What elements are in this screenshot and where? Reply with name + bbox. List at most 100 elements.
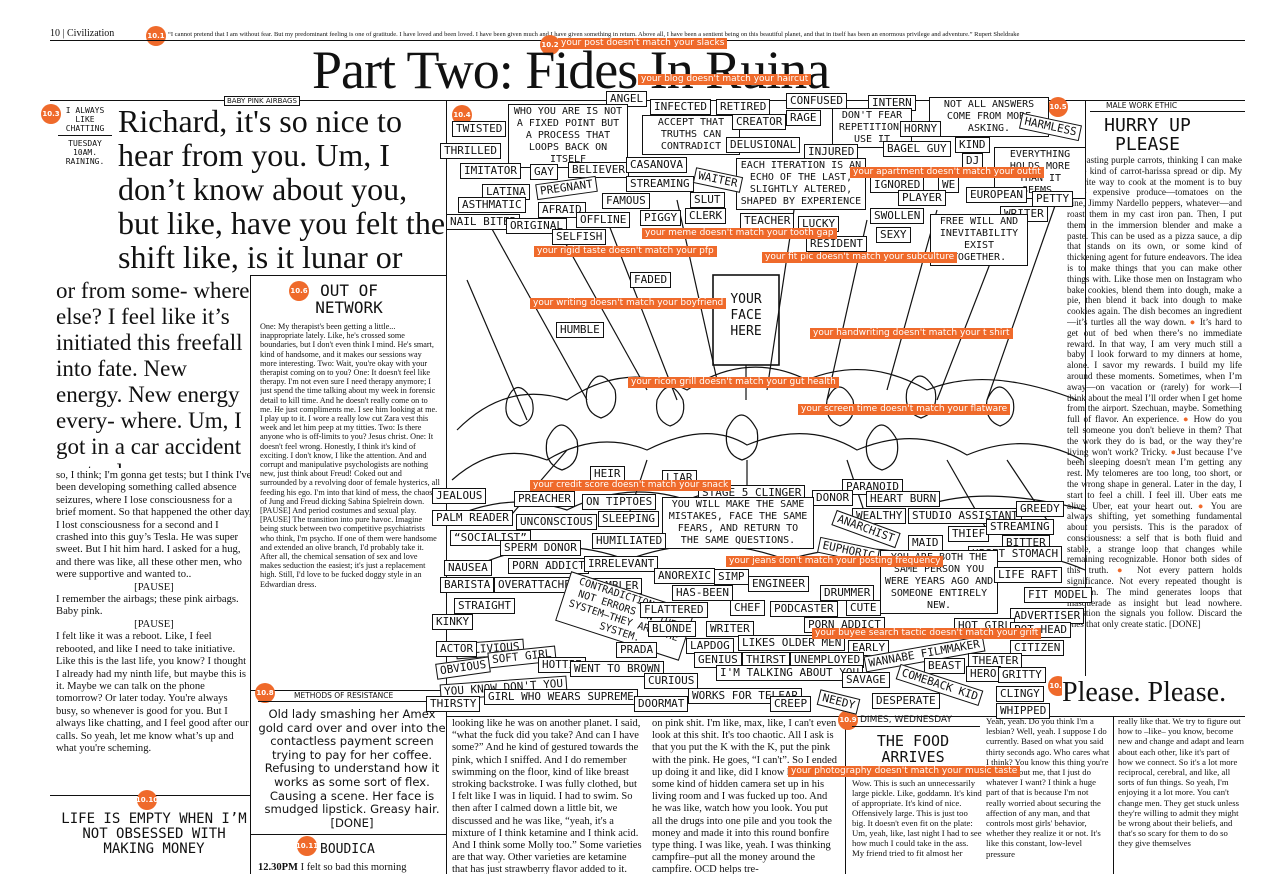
page-title: Part Two: Fides In Ruina [312,40,830,100]
mismatch-tag: your apartment doesn't match your outfit [850,167,1044,178]
illustration-word: SEXY [876,227,911,243]
life-empty-head: LIFE IS EMPTY WHEN I’M NOT OBSESSED WITH… [61,811,247,857]
badge-10-1: 10.1 [146,26,166,46]
badge-10-10: 10.10 [136,790,158,810]
illustration-word: THEATER [968,653,1023,669]
illustration-word: STREAMING [986,519,1054,535]
airbags-body-2: I remember the airbags; these pink airba… [56,594,239,618]
illustration-word: CHEF [730,600,765,616]
badge-10-6: 10.6 [289,281,309,301]
airbags-body-1: so, I think; I'm gonna get tests; but I … [56,470,252,581]
illustration-word: SPERM DONOR [500,540,581,556]
badge-10-4: 10.4 [452,105,472,125]
illustration-word: HUMBLE [556,322,604,338]
col-right-2: really like that. We try to figure out h… [1118,716,1244,849]
food-kicker: DIMES, WEDNESDAY [860,715,952,725]
illustration-word: ENGINEER [748,576,809,592]
illustration-word: MAID [908,535,943,551]
hurry-title: HURRY UP PLEASE [1104,115,1191,155]
illustration-word: WE [938,177,960,193]
illustration-word: THIRSTY [426,696,481,712]
illustration-word: CLERK [685,208,727,224]
food-title: THE FOOD ARRIVES [876,732,950,766]
resistance-rule [250,690,446,691]
illustration-word: CREATOR [732,114,787,130]
illustration-word: SWOLLEN [870,208,925,224]
food-kicker-rule [852,726,980,727]
illustration-word: ORIGINAL [506,218,567,234]
illustration-word: WRITER [706,621,754,637]
mismatch-tag: your meme doesn't match your tooth gap [642,228,837,239]
illustration-word: THRILLED [440,143,501,159]
big-text-2: or from some- where else? I feel like it… [56,278,250,468]
hurry-p5: You are always shifting, yet something f… [1067,500,1242,576]
illustration-word: SLEEPING [598,511,659,527]
hurry-body: ● Roasting purple carrots, thinking I ca… [1067,155,1242,630]
right-col-divider [1085,100,1086,680]
illustration-word: CURIOUS [644,673,699,689]
illustration-word: BEAST [924,658,966,674]
illustration-word: DELUSIONAL [726,137,801,153]
illustration-word: BAGEL GUY [883,141,951,157]
col-mid-1: looking like he was on another planet. I… [452,718,642,874]
illustration-word: PLAYER [898,190,946,206]
big-text-1: Richard, it's so nice to hear from you. … [118,104,446,274]
network-title: OUT OF NETWORK [315,281,383,317]
pause-2: [PAUSE] [134,618,174,630]
hurry-kicker: MALE WORK ETHIC [1106,101,1178,110]
illustration-word: INFECTED [650,99,711,115]
mismatch-tag: your handwriting doesn't match your t sh… [810,328,1013,339]
illustration-word: ACTOR [436,641,478,657]
hurry-p1: Roasting purple carrots, thinking I can … [1067,155,1242,327]
illustration-word: I'M TALKING ABOUT YOU [716,665,864,681]
illustration-word: PRADA [616,642,658,658]
hurry-p2: It’s hard to get out of bed when there’s… [1067,316,1242,425]
illustration-word: ASTHMATIC [458,197,526,213]
mismatch-tag: your writing doesn't match your boyfrien… [530,298,727,309]
mismatch-tag: your rigid taste doesn't match your pfp [534,246,717,257]
illustration-word: LIFE RAFT [994,567,1062,583]
illustration-word: BELIEVER [568,162,629,178]
mismatch-tag: your fit pic doesn't match your subcultu… [762,252,958,263]
illustration-word: AFRAID [538,202,586,218]
illustration-word: LIKES OLDER MEN [738,635,846,651]
illustration-word: CASANOVA [626,157,687,173]
illustration-word: STREAMING [626,176,694,192]
illustration-word: IRRELEVANT [584,556,659,572]
illustration-word: HAS-BEEN [672,585,733,601]
illustration-word: BARISTA [440,577,495,593]
header-quote: “I cannot pretend that I am without fear… [168,31,1020,38]
illustration-word: PETTY [1032,191,1074,207]
illustration-word: HORNY [900,121,942,137]
airbags-body-3: I felt like it was a reboot. Like, I fee… [56,631,249,754]
illustration-word: SELFISH [552,229,607,245]
illustration-word: OVERATTACHED [494,577,582,593]
badge-10-5: 10.5 [1048,97,1068,117]
col-right-divider [1113,716,1114,874]
illustration-word: NAUSEA [444,560,492,576]
illustration-word: PODCASTER [770,601,838,617]
airbags-body: so, I think; I'm gonna get tests; but I … [56,470,252,755]
illustration-word: WENT TO BROWN [570,661,665,677]
illustration-word: PREACHER [514,491,575,507]
illustration-word: ON TIPTOES [582,494,657,510]
illustration-word: FIT MODEL [1024,587,1092,603]
illustration-word: THIRST [742,652,790,668]
illustration-word: INJURED [804,144,859,160]
illustration-word: CLINGY [996,686,1044,702]
illustration-word: KIND [955,137,990,153]
illustration-word: CUTE [846,600,881,616]
illustration-word: SAVAGE [842,672,890,688]
weather-line-1: I ALWAYS LIKE CHATTING [58,106,112,136]
airbags-kicker: BABY PINK AIRBAGS [224,96,300,106]
food-divider [845,716,846,874]
illustration-word: SIMP [714,569,749,585]
col-right-1: Yeah, yeah. Do you think I'm a lesbian? … [986,716,1110,859]
face-sign-text: YOUR FACE HERE [730,292,762,339]
illustration-word: PALM READER [432,510,513,526]
illustration-word: CONFUSED [786,93,847,109]
page-number: 10 | Civilization [50,28,115,39]
mid-col-divider [446,100,447,874]
illustration-word: PIGGY [640,210,682,226]
title-rule [50,100,1245,101]
